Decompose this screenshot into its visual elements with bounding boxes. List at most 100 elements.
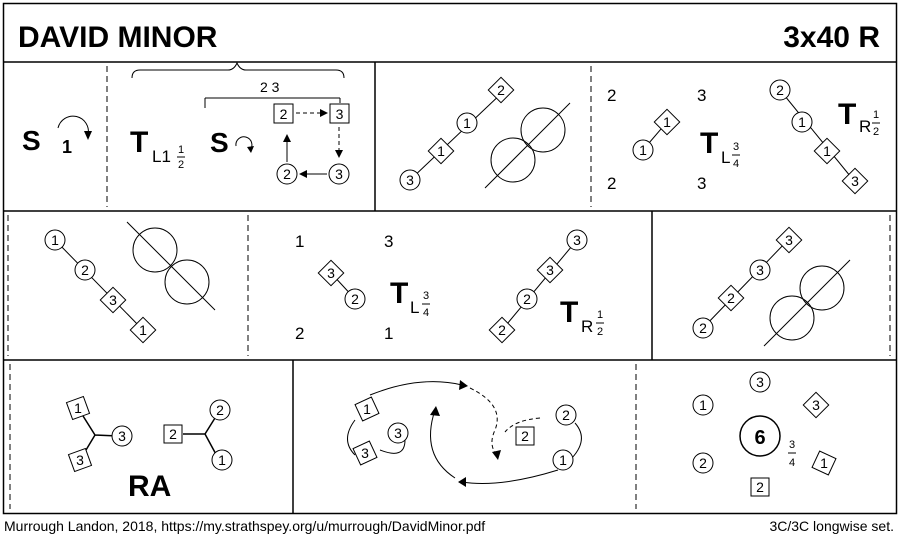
svg-text:2: 2 [699, 455, 707, 471]
svg-text:3: 3 [785, 232, 793, 248]
svg-text:1: 1 [51, 232, 59, 248]
bracket [131, 61, 345, 79]
svg-text:3: 3 [76, 452, 84, 468]
svg-text:1: 1 [139, 322, 147, 338]
turn-frac-den: 2 [873, 126, 879, 138]
svg-text:3: 3 [573, 232, 581, 248]
arrow-head-icon [84, 131, 92, 140]
turn-arrow-icon [57, 115, 89, 136]
svg-text:2: 2 [169, 426, 177, 442]
man-3-icon: 3 [802, 391, 830, 419]
man-1-icon: 1 [811, 450, 837, 476]
arrow-head-icon [283, 134, 291, 142]
man-3-icon: 3 [536, 256, 564, 284]
man-2-icon: 2 [163, 424, 183, 444]
path-arrow [347, 419, 356, 456]
man-2-icon: 2 [488, 316, 516, 344]
arrow-head-icon [247, 146, 254, 153]
svg-text:3: 3 [851, 173, 859, 189]
turn-letter: T [700, 127, 718, 160]
svg-text:2: 2 [81, 262, 89, 278]
woman-1-icon: 1 [211, 449, 233, 471]
svg-text:2: 2 [523, 291, 531, 307]
turn-letter: T [130, 126, 148, 159]
position-number: 2 [607, 86, 616, 105]
svg-text:3: 3 [118, 428, 126, 444]
svg-text:3: 3 [546, 262, 554, 278]
footer-set-description: 3C/3C longwise set. [769, 518, 894, 534]
woman-2-icon: 2 [516, 288, 538, 310]
connector [702, 239, 789, 329]
turn-subscript: L [410, 298, 419, 317]
dance-title: DAVID MINOR [18, 21, 218, 54]
man-1-icon: 1 [427, 137, 455, 165]
setting-letter: S [210, 127, 229, 158]
man-1-icon: 1 [653, 108, 681, 136]
man-2-icon: 2 [515, 426, 535, 446]
right-hands-across-cell: 1 3 3 2 2 1 RA [65, 395, 233, 503]
svg-text:2: 2 [756, 479, 764, 495]
svg-text:2: 2 [351, 291, 359, 307]
position-number: 3 [697, 86, 706, 105]
bars-tempo: 3x40 R [783, 21, 880, 54]
woman-1-icon: 1 [44, 229, 66, 251]
man-1-icon: 1 [65, 395, 91, 421]
position-number: 3 [384, 232, 393, 251]
svg-text:1: 1 [820, 455, 828, 471]
setting-count: 1 [62, 137, 72, 157]
circle-count: 6 [754, 427, 765, 449]
turn-frac-den: 2 [178, 159, 184, 171]
svg-text:1: 1 [74, 400, 82, 416]
svg-text:2: 2 [498, 322, 506, 338]
woman-3-icon: 3 [111, 425, 133, 447]
arrow-head-icon [459, 380, 468, 390]
turn-frac-num: 1 [873, 109, 879, 121]
diagonal-formation-cell: 2 2 3 3 [692, 226, 851, 347]
man-2-icon: 2 [487, 76, 515, 104]
dancer-number: 3 [336, 106, 344, 122]
svg-text:1: 1 [663, 114, 671, 130]
turn-subscript: R [859, 117, 871, 136]
turn-frac-den: 4 [733, 158, 739, 170]
setting-letter: S [22, 125, 41, 156]
svg-text:3: 3 [812, 397, 820, 413]
svg-text:2: 2 [497, 82, 505, 98]
connector [501, 239, 578, 331]
woman-2-icon: 2 [344, 288, 366, 310]
woman-2-icon: 2 [692, 452, 714, 474]
path-arrow [461, 469, 559, 484]
svg-text:1: 1 [798, 114, 806, 130]
turn-subscript: L [721, 148, 730, 167]
woman-3-icon: 3 [749, 259, 771, 281]
woman-2-icon: 2 [209, 399, 231, 421]
woman-1-icon: 1 [552, 449, 574, 471]
man-3-icon [329, 103, 350, 124]
man-2-icon: 2 [750, 477, 770, 497]
turn-frac-num: 3 [423, 290, 429, 302]
connector [409, 89, 506, 181]
woman-2-icon: 2 [555, 404, 577, 426]
svg-text:1: 1 [437, 143, 445, 159]
man-2-icon [273, 103, 294, 124]
arrow-head-icon [458, 477, 466, 487]
path-arrow [369, 381, 463, 396]
svg-text:3: 3 [756, 262, 764, 278]
woman-2-icon [276, 163, 298, 185]
woman-3-icon [328, 163, 350, 185]
frac-den: 4 [789, 457, 795, 469]
woman-2-icon: 2 [692, 317, 714, 339]
path-arrow [430, 409, 456, 479]
svg-text:3: 3 [406, 172, 414, 188]
man-3-icon: 3 [352, 440, 378, 466]
reel-path-icon [126, 221, 216, 311]
woman-1-icon: 1 [632, 139, 654, 161]
woman-3-icon: 3 [399, 169, 421, 191]
svg-text:3: 3 [756, 374, 764, 390]
woman-2-icon: 2 [769, 79, 791, 101]
svg-text:3: 3 [361, 445, 369, 461]
diagonal-formation-cell: 3 1 1 2 [399, 76, 571, 191]
turn-frac-den: 2 [597, 326, 603, 338]
man-1-icon: 1 [354, 396, 380, 422]
man-3-icon: 3 [841, 167, 869, 195]
